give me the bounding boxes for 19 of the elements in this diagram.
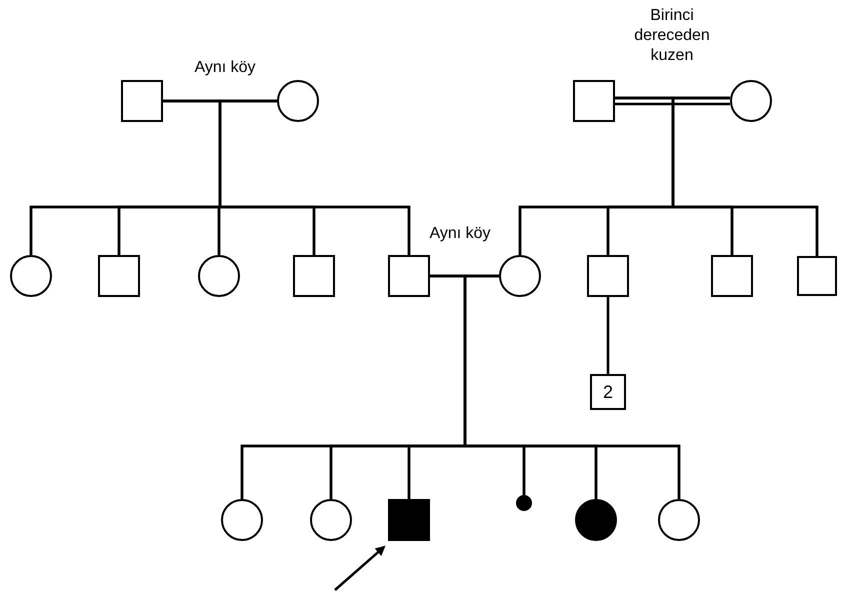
connector-line — [615, 102, 730, 106]
square-symbol — [797, 256, 837, 296]
edge-label: Birinci dereceden kuzen — [633, 6, 711, 66]
note-text: Aynı köy — [193, 58, 257, 78]
square-symbol — [293, 255, 335, 297]
pointer-arrow — [334, 546, 386, 591]
square-symbol — [573, 80, 615, 122]
square-symbol — [590, 374, 626, 410]
square-symbol — [388, 255, 430, 297]
note-text: Aynı köy — [428, 224, 492, 244]
count-number: 2 — [602, 380, 613, 404]
square-symbol — [711, 255, 753, 297]
filled-square-symbol — [388, 499, 430, 541]
square-symbol — [121, 80, 163, 122]
connector-line — [672, 96, 818, 256]
connector-line — [218, 100, 410, 255]
square-symbol — [98, 255, 140, 297]
square-symbol — [587, 255, 629, 297]
connector-line — [606, 297, 610, 374]
